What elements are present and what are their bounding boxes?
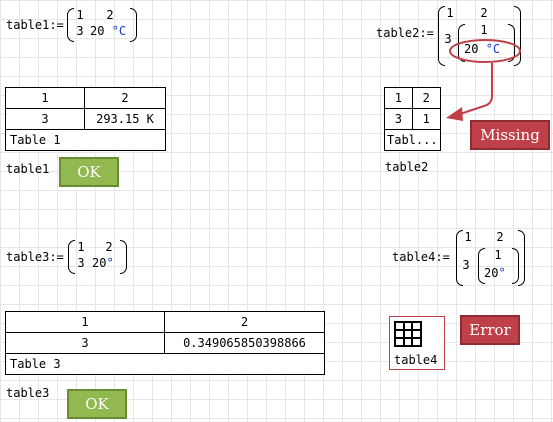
table2-name-label: table2 (385, 160, 429, 174)
table4-m-r1c2: 2 (496, 230, 504, 244)
table1-m-r1c2: 2 (106, 8, 114, 22)
table3-header-1: 1 (5, 311, 165, 333)
table4-m-r1c1: 1 (464, 230, 472, 244)
table4-nested-value: 20 (484, 266, 499, 280)
table4-error-status: Error (460, 315, 520, 345)
table3-def-label: table3:= (6, 250, 64, 264)
table3-m-r2c1: 3 (77, 256, 85, 270)
table4-definition[interactable]: table4:= 1 2 3 1 20° (392, 230, 532, 286)
table2-m-r2c1: 3 (444, 32, 452, 46)
table3-name-label: table3 (6, 386, 50, 400)
table2-def-label: table2:= (376, 26, 434, 40)
table2-definition[interactable]: table2:= 1 2 3 1 20 °C (376, 6, 526, 68)
table3-cell-1: 3 (5, 332, 165, 354)
table2-caption: Tabl... (384, 129, 441, 151)
table3-header-2: 2 (164, 311, 325, 333)
table1-m-r1c1: 1 (76, 8, 84, 22)
table3-right-bracket (120, 240, 127, 274)
table3-m-r2c2-unit: ° (106, 256, 114, 270)
table2-result-table[interactable]: 1 2 3 1 Tabl... (384, 87, 441, 151)
table4-left-bracket (456, 230, 463, 286)
table1-name-label: table1 (6, 162, 50, 176)
table1-m-r2c2-unit: °C (111, 24, 127, 38)
table3-m-r2c2-value: 20 (92, 256, 107, 270)
table1-m-r2c1: 3 (76, 24, 84, 38)
table1-definition[interactable]: table1:= 1 2 3 20 °C (6, 8, 146, 42)
arrow-head (446, 107, 463, 121)
table2-cell-1: 3 (384, 108, 413, 130)
table1-caption: Table 1 (5, 129, 166, 151)
table3-ok-status: OK (67, 389, 127, 419)
table3-m-r1c1: 1 (77, 240, 85, 254)
table4-m-r2c1: 3 (462, 258, 470, 272)
table2-right-bracket (514, 6, 521, 66)
table3-left-bracket (68, 240, 75, 274)
table1-def-label: table1:= (6, 18, 64, 32)
table3-caption: Table 3 (5, 353, 325, 375)
table2-missing-status: Missing (470, 120, 550, 150)
table1-left-bracket (67, 8, 74, 42)
table2-m-r1c1: 1 (446, 6, 454, 20)
table4-nested-top: 1 (494, 248, 502, 262)
table2-nested-unit: °C (485, 42, 501, 56)
table1-header-2: 2 (84, 87, 166, 109)
table4-def-label: table4:= (392, 250, 450, 264)
table4-nested-left-bracket (478, 248, 485, 284)
table4-name-label: table4 (394, 353, 438, 367)
table1-right-bracket (130, 8, 137, 42)
pointer-arrow (459, 63, 493, 115)
table1-header-1: 1 (5, 87, 85, 109)
table3-m-r2c2: 20° (92, 256, 114, 270)
table1-m-r2c2: 20 °C (90, 24, 126, 38)
table1-cell-1: 3 (5, 108, 85, 130)
table4-right-bracket (518, 230, 525, 286)
table4-result-box[interactable]: table4 (389, 316, 445, 370)
table2-cell-2: 1 (411, 108, 441, 130)
table1-ok-status: OK (59, 157, 119, 187)
table1-cell-2: 293.15 K (84, 108, 166, 130)
table4-nested-unit: ° (498, 266, 506, 280)
table2-header-1: 1 (384, 87, 413, 109)
table-grid-icon (394, 321, 422, 347)
table2-nested-top: 1 (480, 23, 488, 37)
table1-m-r2c2-value: 20 (90, 24, 105, 38)
table3-result-table[interactable]: 1 2 3 0.349065850398866 Table 3 (5, 311, 325, 375)
table3-cell-2: 0.349065850398866 (164, 332, 325, 354)
table2-nested-value: 20 (464, 42, 479, 56)
table1-result-table[interactable]: 1 2 3 293.15 K Table 1 (5, 87, 166, 151)
table3-definition[interactable]: table3:= 1 2 3 20° (6, 240, 146, 274)
table3-m-r1c2: 2 (105, 240, 113, 254)
table2-nested-bottom: 20 °C (464, 42, 500, 56)
table2-m-r1c2: 2 (480, 6, 488, 20)
table2-left-bracket (438, 6, 445, 66)
table2-header-2: 2 (411, 87, 441, 109)
table4-nested-bottom: 20° (484, 266, 506, 280)
